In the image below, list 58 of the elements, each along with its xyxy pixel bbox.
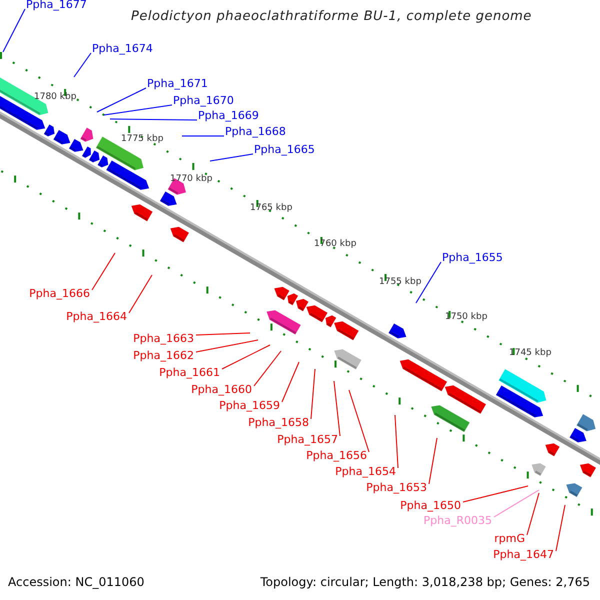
- tick-label: 1750 kbp: [445, 311, 488, 324]
- leader-line: [2, 8, 26, 52]
- gene-label: Ppha_1665: [254, 143, 315, 156]
- tick-label: 1765 kbp: [250, 202, 292, 215]
- leader-line: [282, 362, 300, 402]
- leader-line: [110, 118, 198, 120]
- leader-line: [128, 274, 152, 314]
- gene-label: Ppha_1658: [248, 416, 309, 429]
- leader-line: [416, 262, 442, 304]
- gene-label: Ppha_R0035: [424, 514, 492, 527]
- leader-line: [222, 344, 270, 370]
- gene-label: Ppha_1668: [225, 125, 286, 138]
- leader-line: [334, 380, 340, 436]
- gene-label: Ppha_1677: [26, 0, 87, 11]
- accession-text: Accession: NC_011060: [8, 576, 144, 589]
- leader-line: [96, 88, 146, 112]
- gene-label: Ppha_1657: [277, 433, 338, 446]
- tick-label: 1780 kbp: [34, 91, 76, 104]
- leader-line: [348, 390, 370, 452]
- tick-label: 1770 kbp: [170, 173, 212, 186]
- tick-label: 1745 kbp: [509, 347, 552, 360]
- gene-label: Ppha_1674: [92, 42, 153, 55]
- leader-line: [310, 368, 316, 420]
- leader-line: [196, 332, 250, 336]
- tick-label: 1760 kbp: [314, 238, 356, 251]
- gene-label: Ppha_1663: [133, 332, 194, 345]
- gene-label: Ppha_1666: [29, 287, 90, 300]
- gene-label: Ppha_1654: [335, 465, 396, 478]
- tick-label: 1755 kbp: [379, 276, 422, 289]
- gene-label: Ppha_1671: [147, 77, 208, 90]
- genome-info-text: Topology: circular; Length: 3,018,238 bp; Genes: 2,765: [260, 576, 590, 589]
- leader-line: [462, 486, 528, 502]
- gene-label: rpmG: [494, 532, 525, 545]
- leader-line: [556, 504, 566, 552]
- leader-line: [394, 414, 398, 468]
- leader-line: [92, 252, 116, 290]
- leader-line: [494, 490, 540, 518]
- tick-label: 1775 kbp: [121, 133, 164, 146]
- gene-label: Ppha_1647: [493, 548, 554, 561]
- gene-label: Ppha_1660: [191, 383, 252, 396]
- leader-line: [526, 492, 540, 536]
- title: Pelodictyon phaeoclathratiforme BU-1, complete genome: [131, 10, 532, 23]
- leader-line: [104, 104, 172, 116]
- leader-line: [428, 438, 438, 484]
- gene-label: Ppha_1650: [400, 499, 461, 512]
- gene-label: Ppha_1656: [306, 449, 367, 462]
- leader-line: [196, 340, 258, 352]
- leader-line: [74, 52, 92, 78]
- gene-label: Ppha_1653: [366, 481, 427, 494]
- gene-label: Ppha_1669: [198, 109, 259, 122]
- leader-line: [254, 350, 282, 386]
- gene-label: Ppha_1662: [133, 349, 194, 362]
- gene-label: Ppha_1664: [66, 310, 127, 323]
- gene-label: Ppha_1670: [173, 94, 234, 107]
- gene-label: Ppha_1655: [442, 251, 503, 264]
- gene-label: Ppha_1659: [219, 399, 280, 412]
- leader-line: [210, 154, 254, 162]
- gene-label: Ppha_1661: [159, 366, 220, 379]
